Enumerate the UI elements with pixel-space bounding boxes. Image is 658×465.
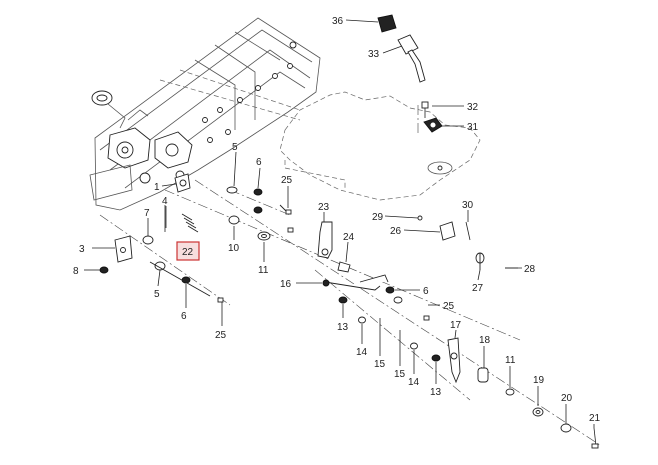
part-11-washer-b xyxy=(505,388,515,396)
callout-6-bottom[interactable]: 6 xyxy=(181,311,187,322)
callout-11-left[interactable]: 11 xyxy=(258,265,269,276)
part-24-link xyxy=(337,261,351,273)
part-20-washer xyxy=(560,423,572,433)
callout-13-right[interactable]: 13 xyxy=(430,387,442,398)
part-shaft-lower xyxy=(149,261,211,297)
part-23-lever xyxy=(317,221,333,259)
callout-13-left[interactable]: 13 xyxy=(337,322,349,333)
callout-14-left[interactable]: 14 xyxy=(356,347,368,358)
callout-20[interactable]: 20 xyxy=(561,393,573,404)
callout-18[interactable]: 18 xyxy=(479,335,491,346)
callout-27[interactable]: 27 xyxy=(472,283,484,294)
callout-6-right[interactable]: 6 xyxy=(423,286,429,297)
tractor-frame xyxy=(89,17,321,211)
callout-17[interactable]: 17 xyxy=(450,320,462,331)
callout-6-top[interactable]: 6 xyxy=(256,157,262,168)
part-16-rod xyxy=(322,274,389,291)
callout-22-highlight xyxy=(176,241,200,261)
part-19-washer xyxy=(532,407,544,417)
part-30-pin xyxy=(465,221,471,241)
part-10-bushing xyxy=(228,215,240,225)
part-17-arm xyxy=(447,337,461,384)
part-25-bolt-mid xyxy=(287,227,294,233)
part-22-spring xyxy=(181,213,199,233)
part-3-bracket xyxy=(114,235,133,263)
part-washer-right xyxy=(393,296,403,304)
callout-1[interactable]: 1 xyxy=(154,182,160,193)
part-5-washer-a xyxy=(226,186,238,194)
floor-pan-outline xyxy=(279,91,481,201)
part-13-nut-a xyxy=(338,296,348,304)
callout-22[interactable]: 22 xyxy=(182,247,194,258)
callout-33[interactable]: 33 xyxy=(368,49,380,60)
part-6-nut-c xyxy=(385,286,395,294)
part-21-bolt xyxy=(591,427,599,449)
part-6-nut-mid xyxy=(253,206,263,214)
part-27-spacer xyxy=(475,252,485,270)
callout-19[interactable]: 19 xyxy=(533,375,545,386)
callout-15-right[interactable]: 15 xyxy=(394,369,406,380)
callout-8[interactable]: 8 xyxy=(73,266,79,277)
callout-29[interactable]: 29 xyxy=(372,212,384,223)
callout-15-left[interactable]: 15 xyxy=(374,359,386,370)
part-18-bushing xyxy=(477,367,489,383)
callout-10[interactable]: 10 xyxy=(228,243,240,254)
part-8-nut xyxy=(99,266,109,274)
part-36-pedal-pad xyxy=(377,14,397,33)
callout-21[interactable]: 21 xyxy=(589,413,601,424)
callout-11-right[interactable]: 11 xyxy=(505,355,516,366)
part-14-washer-a xyxy=(358,316,366,324)
callout-25-bottom[interactable]: 25 xyxy=(215,330,227,341)
callout-23[interactable]: 23 xyxy=(318,202,330,213)
callout-31[interactable]: 31 xyxy=(467,122,479,133)
callout-5-top[interactable]: 5 xyxy=(232,142,238,153)
callout-30[interactable]: 30 xyxy=(462,200,474,211)
callout-7[interactable]: 7 xyxy=(144,208,150,219)
callout-28[interactable]: 28 xyxy=(524,264,536,275)
callout-26[interactable]: 26 xyxy=(390,226,402,237)
callout-36[interactable]: 36 xyxy=(332,16,344,27)
part-26-clevis xyxy=(439,221,456,241)
callout-24[interactable]: 24 xyxy=(343,232,355,243)
callout-25-top[interactable]: 25 xyxy=(281,175,293,186)
part-25-bolt-c xyxy=(423,315,430,321)
callout-labels: 36 33 32 31 1 5 6 25 4 7 10 11 3 8 22 5 … xyxy=(73,16,601,424)
callout-3[interactable]: 3 xyxy=(79,244,85,255)
part-11-washer-a xyxy=(257,231,271,241)
part-32-bolt xyxy=(421,101,429,118)
leader-lines xyxy=(84,19,595,428)
callout-4[interactable]: 4 xyxy=(162,196,168,207)
part-25-bolt-b xyxy=(217,297,224,303)
part-25-bolt-a xyxy=(279,204,292,215)
part-29-pin xyxy=(417,215,423,221)
callout-5-bottom[interactable]: 5 xyxy=(154,289,160,300)
part-1-bracket xyxy=(174,173,191,193)
callout-16[interactable]: 16 xyxy=(280,279,292,290)
assembly-axes xyxy=(99,105,601,446)
part-7-spacer xyxy=(142,235,154,245)
callout-32[interactable]: 32 xyxy=(467,102,479,113)
callout-25-right[interactable]: 25 xyxy=(443,301,455,312)
callout-14-right[interactable]: 14 xyxy=(408,377,420,388)
part-6-nut-a xyxy=(253,188,263,196)
part-33-pedal-arm xyxy=(397,34,426,83)
part-14-washer-b xyxy=(410,342,418,350)
part-13-nut-b xyxy=(431,354,441,362)
